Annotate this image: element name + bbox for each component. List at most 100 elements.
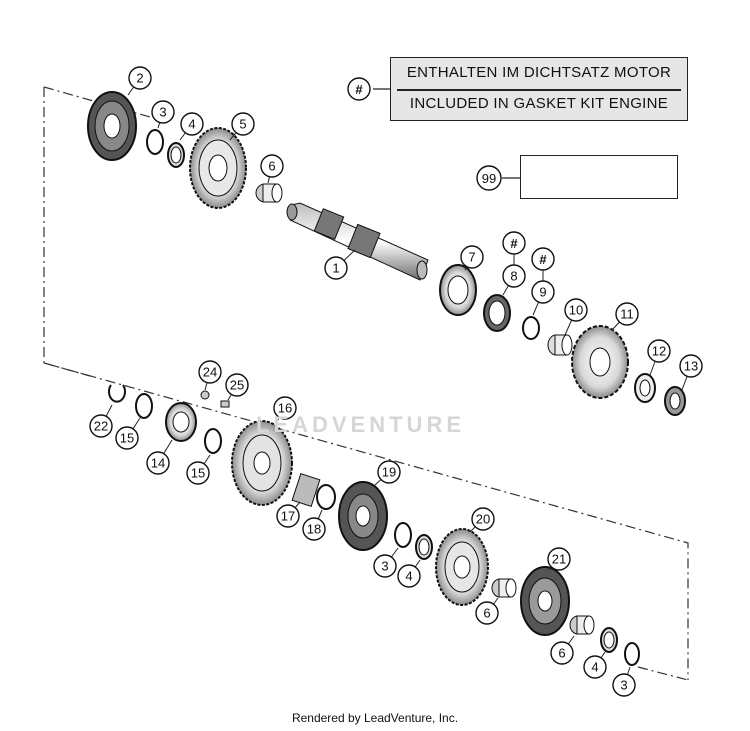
gasket-legend-box: ENTHALTEN IM DICHTSATZ MOTOR INCLUDED IN… xyxy=(390,57,688,121)
callout-bubble xyxy=(324,256,348,280)
callout-bubble xyxy=(273,396,297,420)
callout-11: 11 xyxy=(611,302,639,331)
callout-bubble xyxy=(89,414,113,438)
hash-symbol: # xyxy=(510,236,518,251)
callout-bubble xyxy=(225,373,249,397)
nut-13 xyxy=(664,386,686,416)
hash-bubble xyxy=(347,77,371,101)
callout-number: 18 xyxy=(307,522,321,537)
kit-label-number: 99 xyxy=(482,171,496,186)
gear-20 xyxy=(435,528,489,606)
callout-number: 4 xyxy=(591,660,598,675)
callout-bubble xyxy=(373,554,397,578)
callout-7: 7 xyxy=(460,245,484,271)
washer-15-right xyxy=(204,428,222,454)
callout-bubble xyxy=(647,339,671,363)
callout-9: 9 xyxy=(531,280,555,316)
callout-20: 20 xyxy=(469,507,495,533)
callout-number: 3 xyxy=(381,559,388,574)
callout-number: 7 xyxy=(468,250,475,265)
pin-25 xyxy=(220,400,230,408)
callout-4: 4 xyxy=(179,112,204,141)
lock-washer-12 xyxy=(634,373,656,403)
callout-number: 21 xyxy=(552,552,566,567)
callout-bubble xyxy=(583,655,607,679)
callout-bubble xyxy=(146,451,170,475)
gear-5 xyxy=(189,127,247,209)
callout-bubble xyxy=(198,360,222,384)
callout-5: 5 xyxy=(229,112,255,141)
callout-6: 6 xyxy=(260,154,284,184)
callout-bubble xyxy=(612,673,636,697)
callout-bubble xyxy=(547,547,571,571)
callout-bubble xyxy=(460,245,484,269)
washer-3-lower xyxy=(624,642,640,666)
callout-number: 5 xyxy=(239,117,246,132)
seal-8 xyxy=(483,294,511,332)
bearing-7 xyxy=(439,264,477,316)
callout-bubble xyxy=(475,601,499,625)
callout-14: 14 xyxy=(146,439,173,475)
callout-10: 10 xyxy=(564,298,588,336)
ring-4-upper xyxy=(167,142,185,168)
callout-bubble xyxy=(471,507,495,531)
callout-number: 8 xyxy=(510,269,517,284)
callout-number: 14 xyxy=(151,456,165,471)
callout-12: 12 xyxy=(647,339,671,376)
callout-22: 22 xyxy=(89,404,113,438)
callout-15: 15 xyxy=(115,417,141,450)
o-ring-9 xyxy=(522,316,540,340)
callout-18: 18 xyxy=(302,509,326,541)
callout-2: 2 xyxy=(127,66,152,96)
callout-bubble xyxy=(115,426,139,450)
callout-number: 25 xyxy=(230,378,244,393)
bearing-14 xyxy=(165,402,197,442)
callout-bubble xyxy=(564,298,588,322)
callout-4-dup21: 4 xyxy=(397,559,421,588)
callout-6-dup23: 6 xyxy=(475,597,499,625)
gasket-hash-marker: # xyxy=(502,231,526,265)
legend-line-en: INCLUDED IN GASKET KIT ENGINE xyxy=(409,95,669,112)
hash-symbol: # xyxy=(355,82,363,97)
callout-number: 17 xyxy=(281,509,295,524)
gear-16 xyxy=(231,420,293,506)
callout-number: 19 xyxy=(382,465,396,480)
callout-24: 24 xyxy=(198,360,222,391)
washer-15-left xyxy=(135,393,153,419)
gasket-hash-marker: # xyxy=(531,247,555,281)
callout-number: 11 xyxy=(620,307,634,322)
callout-number: 3 xyxy=(620,678,627,693)
callout-19: 19 xyxy=(374,460,401,486)
legend-divider xyxy=(397,89,681,91)
bushing-6-lower xyxy=(569,615,595,635)
callout-number: 22 xyxy=(94,419,108,434)
callout-number: 9 xyxy=(539,285,546,300)
callout-4-dup26: 4 xyxy=(583,651,607,679)
callout-bubble xyxy=(550,641,574,665)
callout-bubble xyxy=(151,100,175,124)
callout-6-dup25: 6 xyxy=(550,635,575,665)
bushing-6-upper xyxy=(255,183,283,203)
ring-4-lower xyxy=(600,627,618,653)
callout-1: 1 xyxy=(324,249,356,280)
callout-16: 16 xyxy=(273,396,297,426)
gear-21 xyxy=(520,566,570,636)
callout-bubble xyxy=(260,154,284,178)
callout-number: 13 xyxy=(684,359,698,374)
callout-8: 8 xyxy=(502,264,526,296)
gear-2 xyxy=(87,91,137,161)
callout-15-dup15: 15 xyxy=(186,454,211,485)
legend-hash-marker: # xyxy=(347,77,371,101)
callout-bubble xyxy=(276,504,300,528)
callout-bubble xyxy=(679,354,703,378)
needle-bearing-17 xyxy=(291,472,321,508)
callout-bubble xyxy=(180,112,204,136)
gear-19 xyxy=(338,481,388,551)
washer-18 xyxy=(316,484,336,510)
kit-contents-box xyxy=(520,155,678,199)
callout-13: 13 xyxy=(679,354,703,391)
callout-bubble xyxy=(615,302,639,326)
legend-line-de: ENTHALTEN IM DICHTSATZ MOTOR xyxy=(406,64,672,81)
